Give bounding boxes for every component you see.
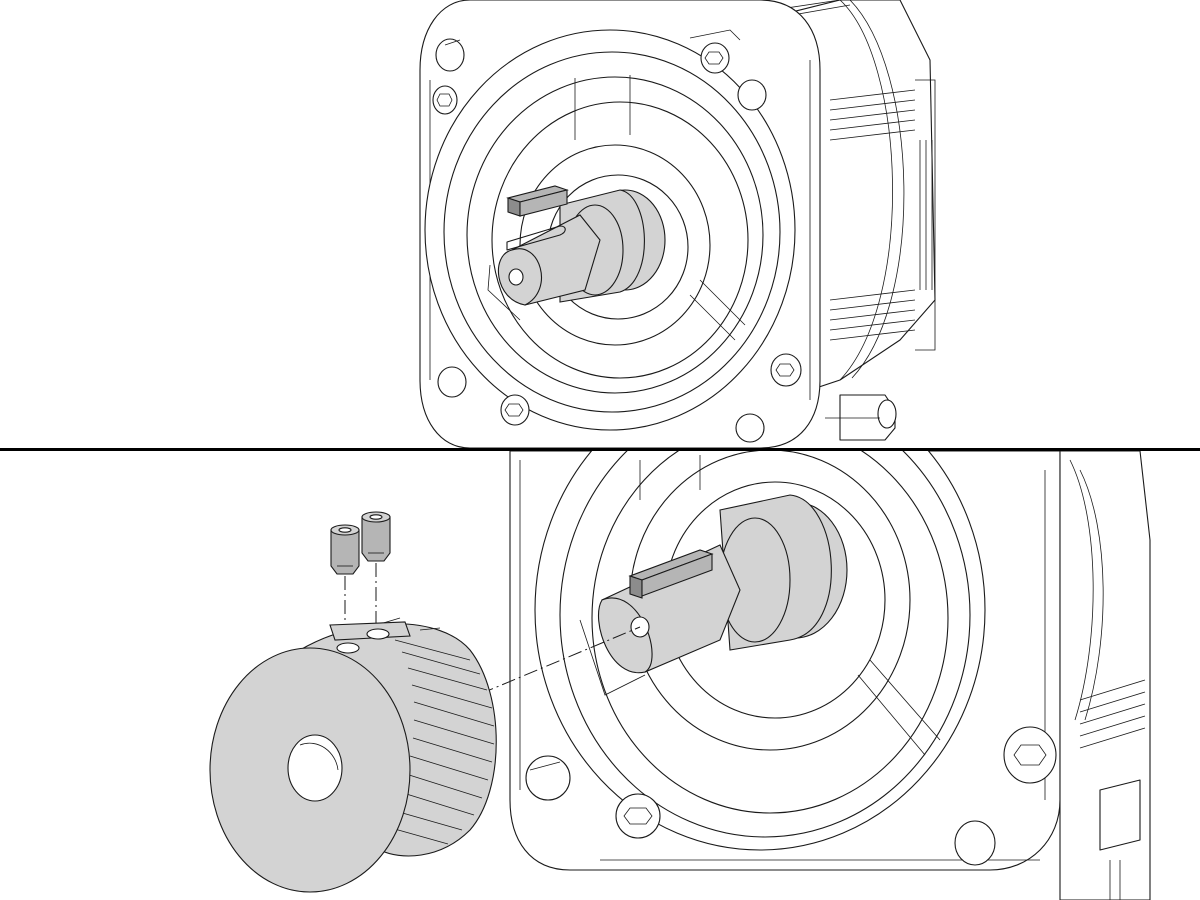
shaft-key-installed: [628, 549, 714, 599]
set-screw-right: [361, 511, 391, 562]
motor-shaft-zoomed: [579, 494, 848, 696]
dowel-pin-bl: [437, 366, 467, 398]
axis-centerline: [479, 626, 641, 695]
socket-screw-tl2: [432, 85, 458, 115]
socket-screw-bl: [615, 793, 661, 839]
connector: [825, 394, 897, 441]
flange-bolts-zoomed: [525, 726, 1057, 866]
socket-screw-br: [770, 353, 802, 387]
set-screw-left: [330, 524, 360, 575]
motor-shaft: [487, 189, 666, 321]
dowel-pin-bl: [525, 755, 571, 801]
shaft-key: [506, 185, 569, 217]
timing-pulley: [209, 617, 497, 893]
flange-bolts: [432, 38, 802, 443]
flange-pilot-rings-zoomed: [534, 451, 986, 851]
dowel-pin-tl: [435, 38, 465, 72]
socket-screw-br: [1003, 726, 1057, 784]
top-panel: [419, 0, 936, 448]
socket-screw-tr: [700, 42, 730, 74]
dowel-pin-br: [954, 820, 996, 866]
panel-divider: [0, 448, 1200, 451]
cooling-fins: [719, 0, 936, 351]
bottom-panel: [209, 451, 1151, 900]
dowel-pin-br: [735, 413, 765, 443]
socket-screw-bl: [500, 394, 530, 426]
dowel-pin-tr: [737, 79, 767, 111]
pulley-bore: [287, 734, 343, 802]
